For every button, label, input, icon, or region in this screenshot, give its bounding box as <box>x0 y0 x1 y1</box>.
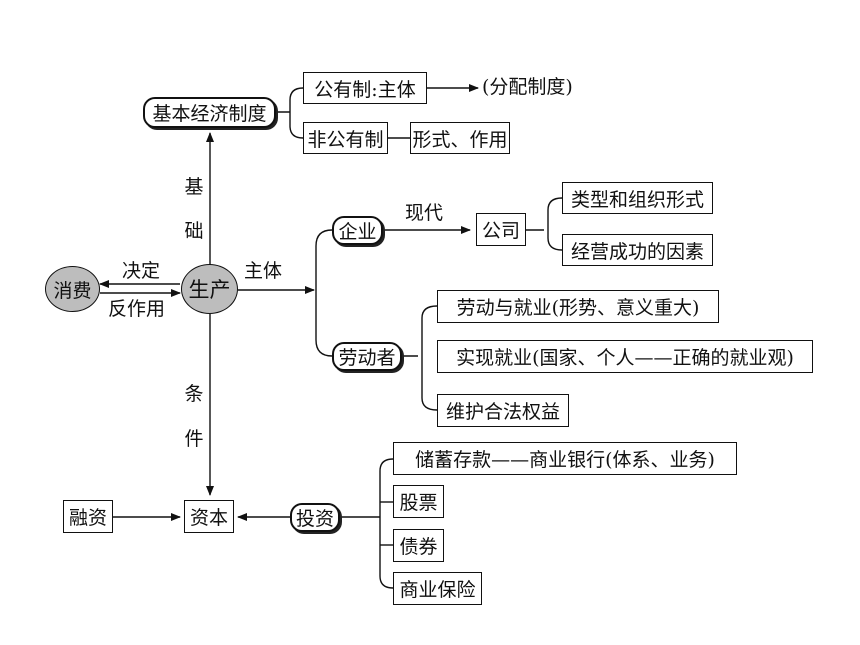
investment-label: 投资 <box>295 508 334 530</box>
capital-label: 资本 <box>189 507 228 529</box>
bonds-box: 债券 <box>393 529 444 562</box>
stocks-label: 股票 <box>399 492 438 514</box>
success-factors-box: 经营成功的因素 <box>562 234 713 266</box>
basic-system-label: 基本经济制度 <box>152 103 267 125</box>
types-forms-label: 类型和组织形式 <box>570 188 704 211</box>
public-ownership-box: 公有制:主体 <box>303 72 427 104</box>
production-node: 生产 <box>181 264 238 314</box>
bracket-basic-system <box>276 87 304 139</box>
capital-box: 资本 <box>184 500 234 533</box>
non-public-box: 非公有制 <box>303 122 388 154</box>
non-public-label: 非公有制 <box>307 128 384 151</box>
modern-label: 现代 <box>405 202 444 224</box>
enterprise-label: 企业 <box>338 221 377 243</box>
labor-employment-label: 劳动与就业(形势、意义重大) <box>456 297 700 319</box>
consumption-label: 消费 <box>53 279 92 302</box>
rights-box: 维护合法权益 <box>437 394 569 427</box>
laborer-node: 劳动者 <box>332 342 402 371</box>
bracket-laborer <box>402 305 438 411</box>
condition-char-2: 件 <box>184 428 204 450</box>
financing-box: 融资 <box>63 500 113 533</box>
insurance-label: 商业保险 <box>399 579 476 601</box>
bracket-company <box>526 197 563 251</box>
foundation-char-2: 础 <box>184 220 204 242</box>
reaction-label: 反作用 <box>108 298 166 320</box>
success-factors-label: 经营成功的因素 <box>570 240 704 263</box>
forms-roles-label: 形式、作用 <box>412 128 508 151</box>
subject-label: 主体 <box>244 260 283 282</box>
production-label: 生产 <box>188 278 231 302</box>
types-forms-box: 类型和组织形式 <box>562 182 713 214</box>
bracket-subject <box>315 229 333 357</box>
realize-employment-label: 实现就业(国家、个人——正确的就业观) <box>456 347 794 369</box>
investment-node: 投资 <box>290 503 340 532</box>
rights-label: 维护合法权益 <box>445 401 560 423</box>
condition-char-1: 条 <box>184 383 204 405</box>
company-label: 公司 <box>481 220 520 242</box>
company-box: 公司 <box>476 213 526 246</box>
public-ownership-label: 公有制:主体 <box>314 78 416 101</box>
basic-system-node: 基本经济制度 <box>143 97 276 128</box>
insurance-box: 商业保险 <box>393 572 482 605</box>
determines-label: 决定 <box>122 260 161 282</box>
stocks-box: 股票 <box>393 485 444 518</box>
forms-roles-box: 形式、作用 <box>410 122 510 154</box>
enterprise-node: 企业 <box>332 216 383 245</box>
distribution-label: (分配制度) <box>482 76 573 98</box>
bonds-label: 债券 <box>399 536 438 558</box>
labor-employment-box: 劳动与就业(形势、意义重大) <box>437 290 719 323</box>
realize-employment-box: 实现就业(国家、个人——正确的就业观) <box>437 340 813 373</box>
bracket-investment <box>340 458 394 589</box>
financing-label: 融资 <box>68 507 107 529</box>
savings-box: 储蓄存款——商业银行(体系、业务) <box>393 442 737 475</box>
laborer-label: 劳动者 <box>338 347 396 369</box>
consumption-node: 消费 <box>45 266 100 312</box>
savings-label: 储蓄存款——商业银行(体系、业务) <box>415 449 715 471</box>
foundation-char-1: 基 <box>184 176 204 198</box>
